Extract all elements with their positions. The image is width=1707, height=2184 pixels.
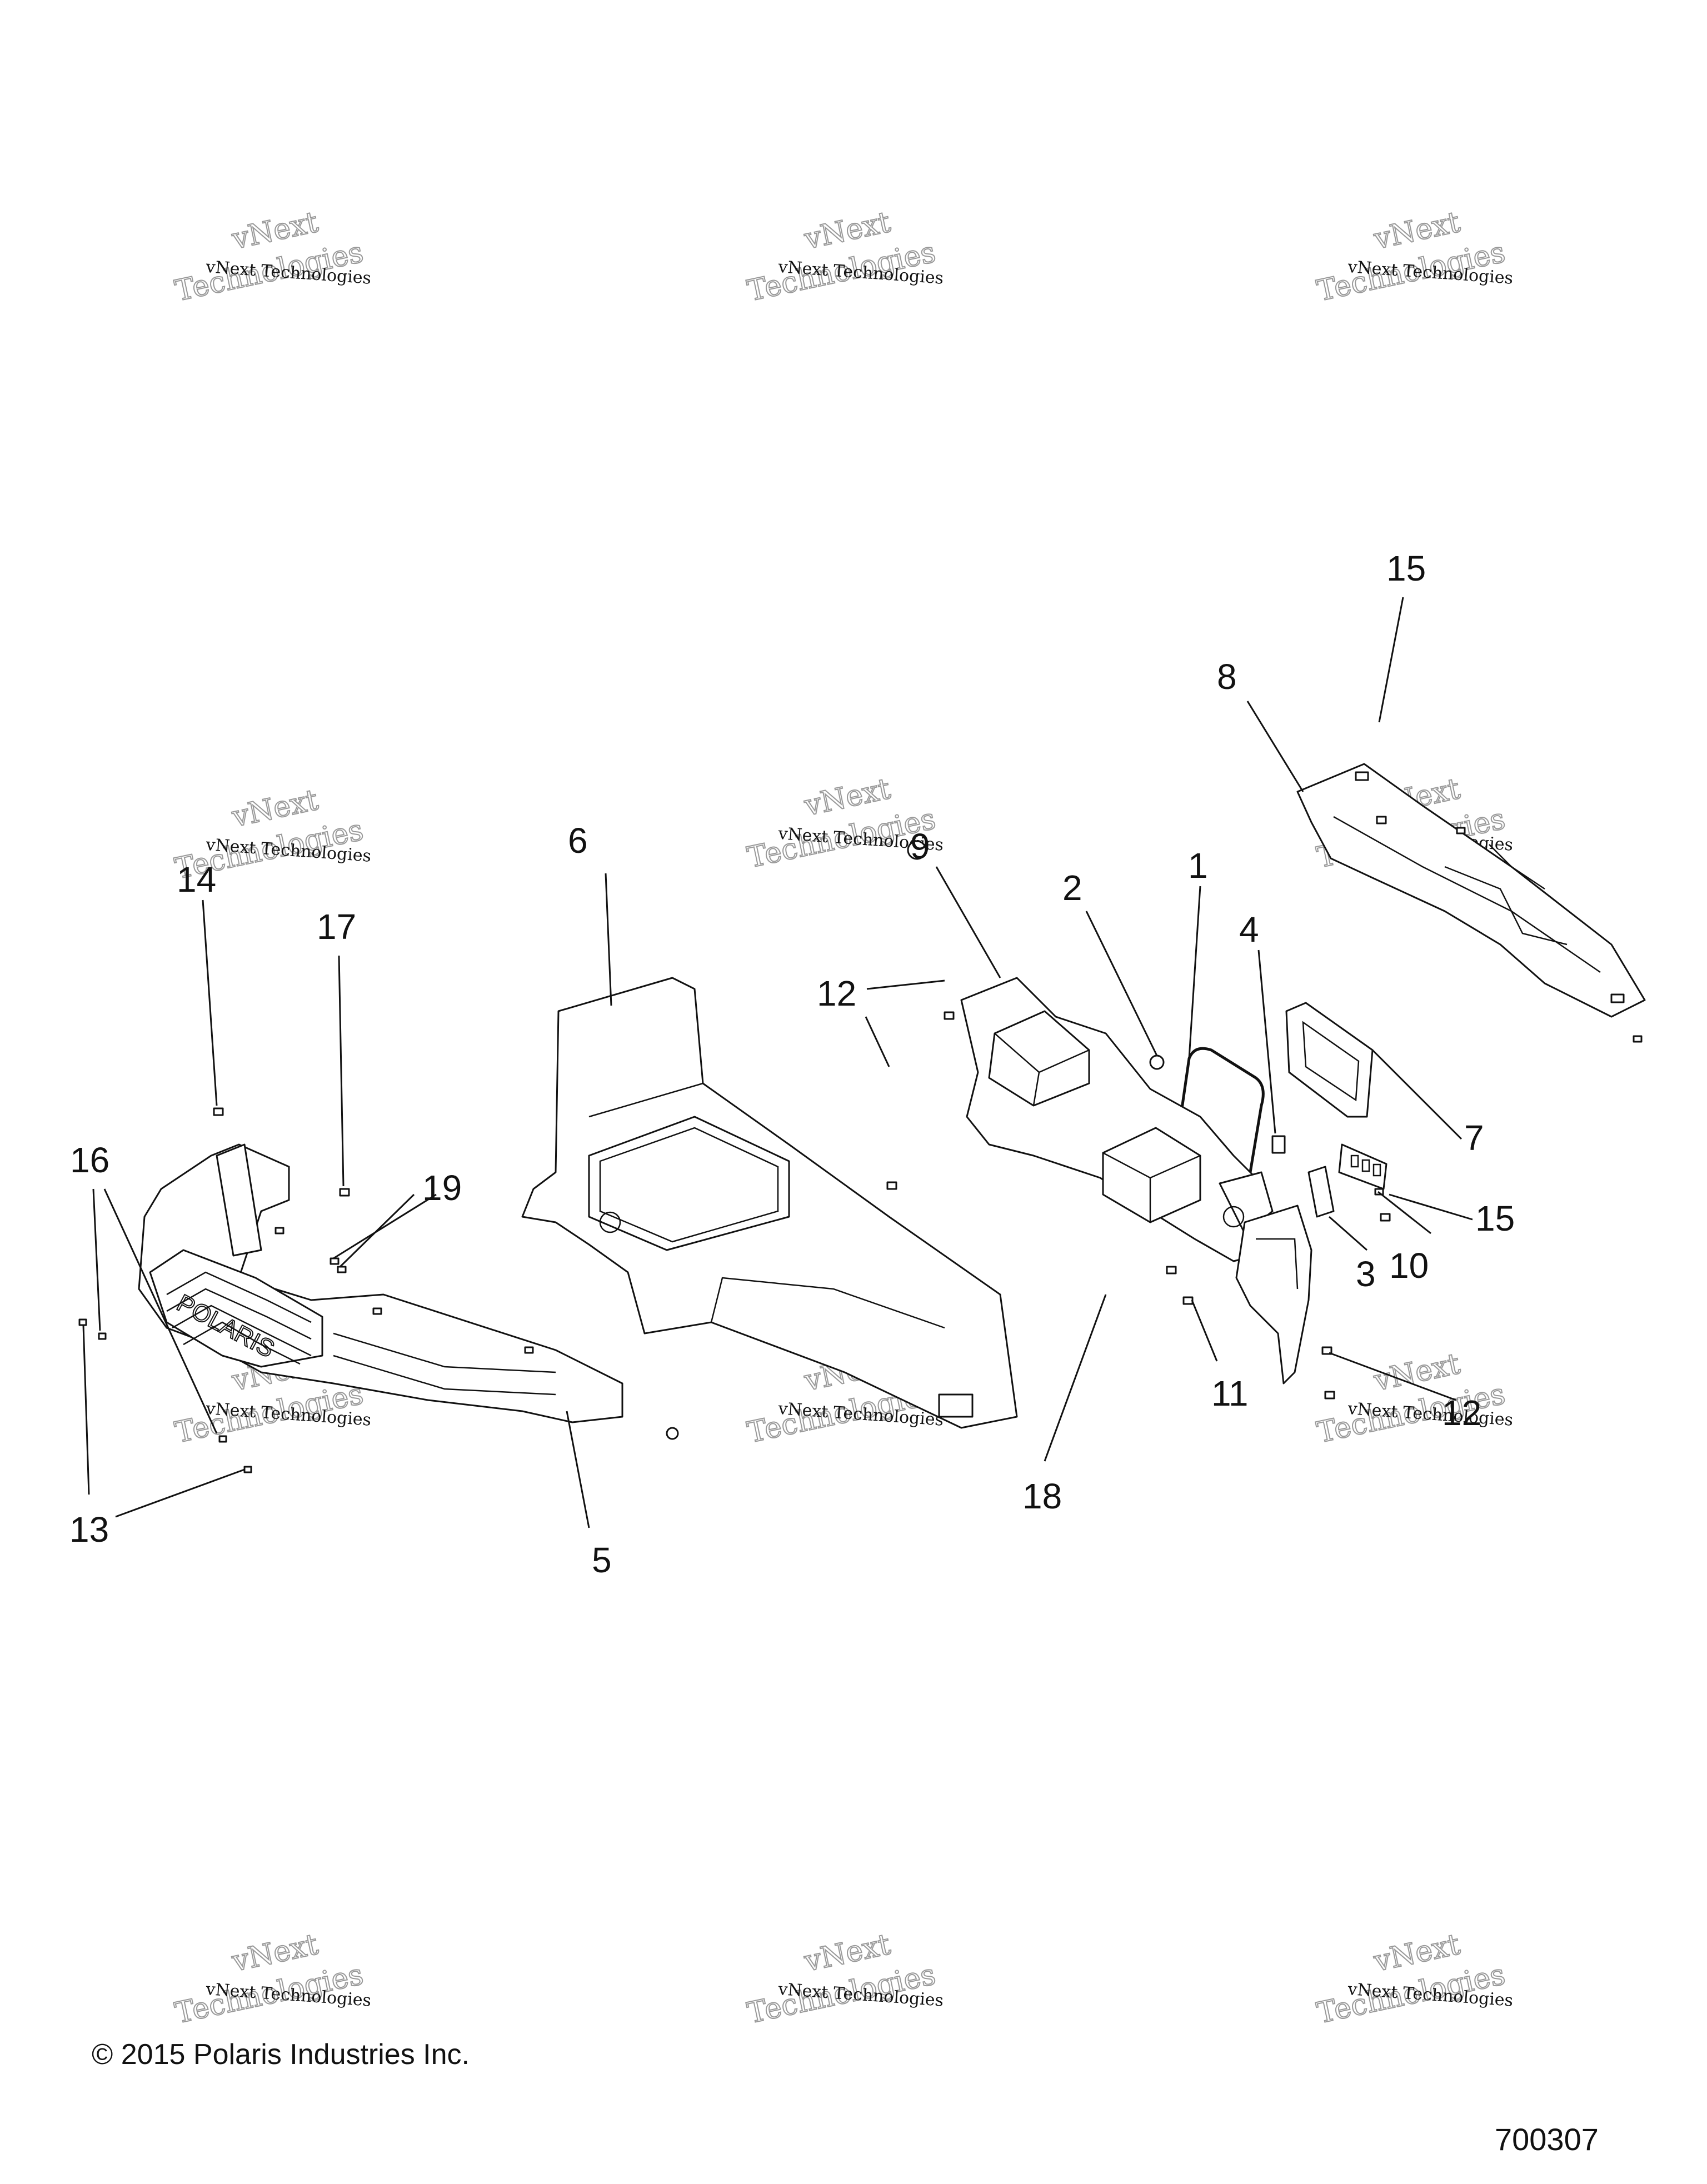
watermark: Technologies vNext vNext Technologies: [744, 205, 944, 309]
fastener-19-b: [337, 1266, 347, 1273]
fastener-11: [1182, 1296, 1194, 1305]
watermark: Technologies vNext vNext Technologies: [1314, 1347, 1514, 1451]
fastener-13c: [243, 1466, 252, 1473]
watermark-group: Technologies vNext vNext Technologies Te…: [172, 205, 1514, 2031]
callout-6: 6: [568, 821, 588, 861]
callout-3: 3: [1356, 1254, 1376, 1294]
fastener-15-top: [1376, 816, 1387, 824]
callout-14: 14: [177, 859, 216, 899]
callout-8: 8: [1217, 657, 1237, 697]
right-kick-panel: [1235, 1205, 1312, 1385]
callout-16: 16: [70, 1140, 109, 1180]
callout-12: 12: [817, 973, 856, 1013]
callout-7: 7: [1464, 1118, 1484, 1158]
fastener-12-right: [1321, 1346, 1332, 1355]
callout-1: 1: [1188, 846, 1208, 886]
part-10-switch-block: [1338, 1143, 1387, 1190]
part-6-hood: [521, 977, 1018, 1429]
fastener-8: [1633, 1035, 1643, 1043]
fastener-17: [339, 1188, 350, 1197]
fastener-13a: [78, 1318, 87, 1326]
watermark: Technologies vNext vNext Technologies: [744, 1927, 944, 2031]
fastener-12-right-b: [1324, 1391, 1335, 1400]
leader-lines: [82, 597, 1473, 1528]
callout-18: 18: [1022, 1476, 1062, 1516]
part-8-upper-dash-panel: [1296, 763, 1646, 1018]
callout-10: 10: [1389, 1246, 1429, 1286]
part-7-bezel: [1285, 1002, 1374, 1118]
fastener-12-top: [944, 1011, 955, 1020]
part-3-plate: [1307, 1166, 1335, 1218]
fastener-5a: [372, 1307, 382, 1315]
fastener-8b: [1456, 827, 1466, 834]
callout-4: 4: [1239, 909, 1259, 949]
callout-19: 19: [422, 1168, 462, 1208]
part-9-dash-assembly: [907, 840, 1274, 1262]
fastener-11-b: [1166, 1266, 1177, 1275]
callout-17: 17: [317, 907, 356, 947]
copyright-text: © 2015 Polaris Industries Inc.: [92, 2038, 470, 2071]
callout-15: 15: [1386, 548, 1426, 588]
fastener-6: [666, 1427, 679, 1440]
watermark: Technologies vNext vNext Technologies: [172, 1927, 372, 2031]
callout-13: 13: [69, 1510, 109, 1550]
fastener-5b: [524, 1346, 534, 1354]
callout-12b: 12: [1442, 1393, 1481, 1433]
part-2-nut: [1149, 1054, 1165, 1070]
fastener-19: [330, 1257, 340, 1265]
callout-5: 5: [592, 1540, 612, 1580]
watermark: Technologies vNext vNext Technologies: [1314, 205, 1514, 309]
fastener-15-right: [1380, 1213, 1391, 1222]
diagram-number: 700307: [1495, 2122, 1599, 2157]
fastener-12: [886, 1181, 897, 1190]
watermark: Technologies vNext vNext Technologies: [172, 205, 372, 309]
callout-15b: 15: [1475, 1198, 1515, 1238]
watermark: Technologies vNext vNext Technologies: [1314, 1927, 1514, 2031]
part-4-connector: [1271, 1135, 1286, 1154]
part-5-front-bumper: POLARIS: [138, 1143, 623, 1423]
fastener-13b: [218, 1435, 227, 1443]
callout-11: 11: [1211, 1373, 1248, 1413]
callout-9: 9: [910, 826, 930, 866]
callout-labels: 15 8 6 9 2 1 4 12 14 17 16 19 7 15 10 3 …: [69, 548, 1515, 1580]
callout-2: 2: [1062, 868, 1082, 908]
fastener-5c: [274, 1227, 284, 1235]
fastener-16: [98, 1332, 107, 1340]
fastener-14: [213, 1107, 224, 1116]
